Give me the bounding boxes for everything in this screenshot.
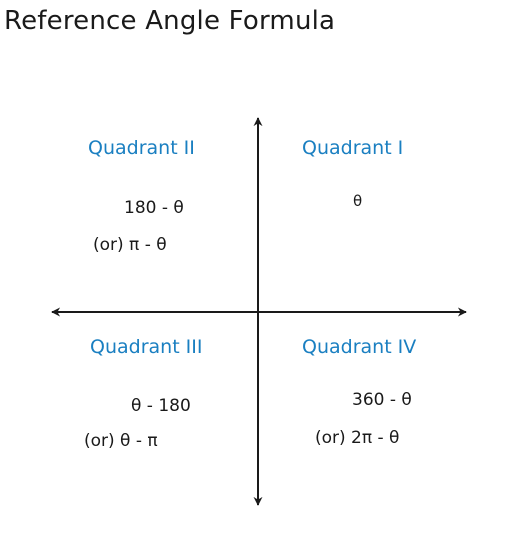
quadrant-iv-alt-formula: (or) 2π - θ [315,428,400,448]
quadrant-ii-formula: 180 - θ [124,198,184,218]
quadrant-iv-label: Quadrant IV [302,336,417,358]
quadrant-i-label: Quadrant I [302,137,404,159]
quadrant-iv-formula: 360 - θ [352,390,412,410]
quadrant-ii-label: Quadrant II [88,137,195,159]
quadrant-i-formula: θ [353,192,363,210]
quadrant-ii-alt-formula: (or) π - θ [93,235,167,255]
page-title: Reference Angle Formula [4,6,336,36]
quadrant-iii-formula: θ - 180 [131,396,191,416]
quadrant-iii-label: Quadrant III [90,336,203,358]
quadrant-iii-alt-formula: (or) θ - π [84,431,158,451]
